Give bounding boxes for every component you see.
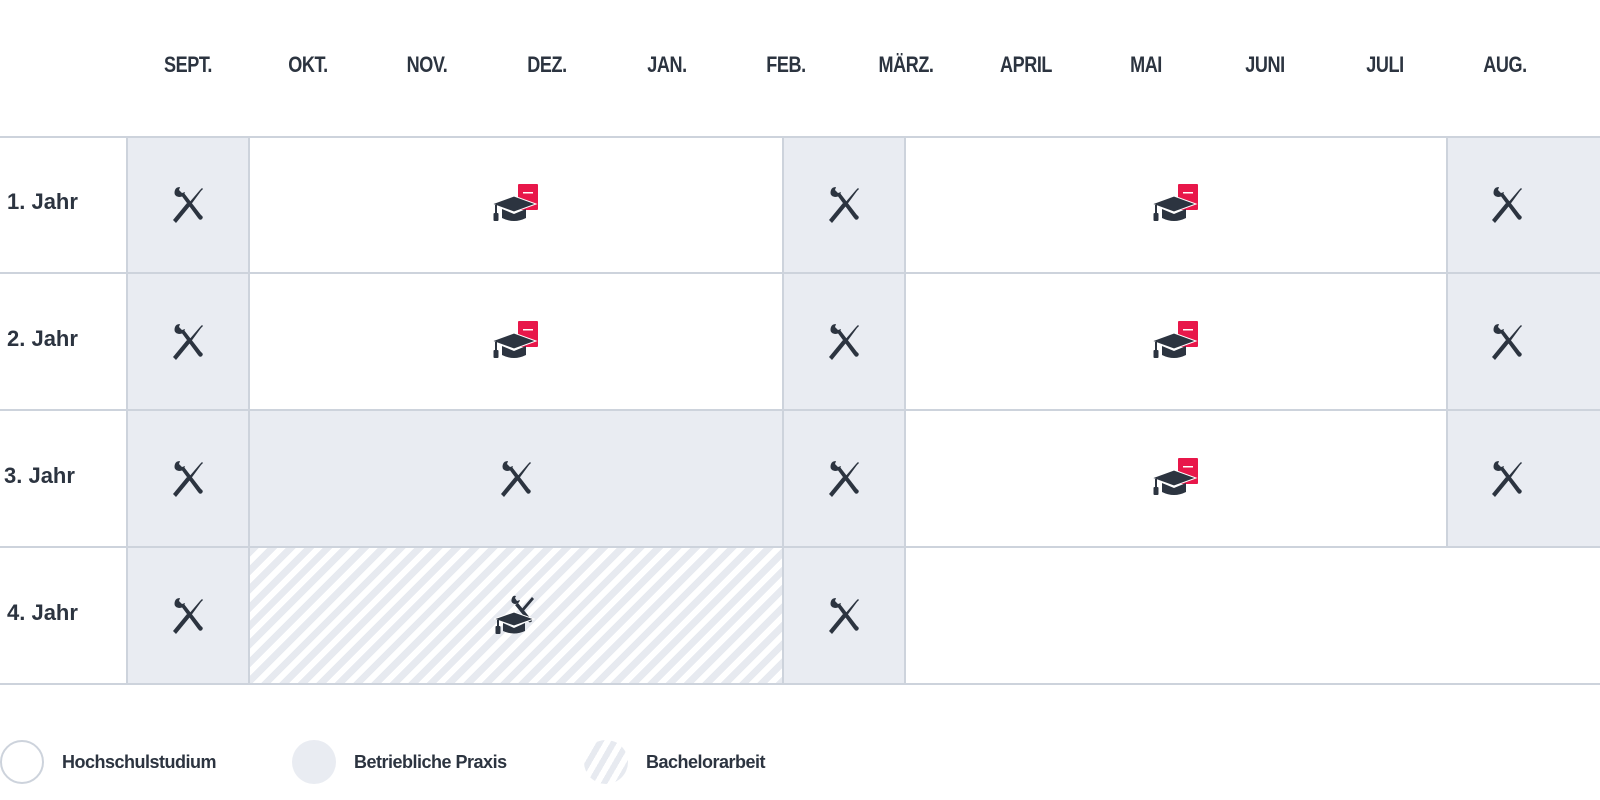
tools-icon <box>1486 458 1528 500</box>
grid-line <box>0 683 1600 685</box>
cell-praxis <box>126 410 250 547</box>
graduation-cap-document-icon <box>1152 320 1200 363</box>
tools-icon <box>1486 184 1528 226</box>
cell-bachelorarbeit <box>248 547 784 684</box>
legend: Hochschulstudium Betriebliche Praxis Bac… <box>0 738 1600 788</box>
legend-swatch-thesis <box>584 740 628 784</box>
graduation-cap-document-icon <box>1152 457 1200 500</box>
month-april: APRIL <box>999 52 1053 77</box>
month-maerz: MÄRZ. <box>878 52 934 77</box>
legend-label: Hochschulstudium <box>62 751 217 772</box>
cell-praxis <box>1446 136 1600 273</box>
month-header: SEPT. OKT. NOV. DEZ. JAN. FEB. MÄRZ. APR… <box>0 52 1600 84</box>
cell-studium <box>250 136 782 273</box>
graduation-cap-tools-icon <box>494 594 538 637</box>
grid-line <box>0 409 1600 411</box>
cell-studium <box>906 136 1446 273</box>
cell-praxis <box>126 136 250 273</box>
cell-praxis <box>1446 410 1600 547</box>
cell-praxis <box>126 273 250 410</box>
tools-icon <box>823 458 865 500</box>
legend-label: Bachelorarbeit <box>646 751 766 772</box>
cell-praxis <box>782 136 906 273</box>
cell-praxis <box>782 410 906 547</box>
legend-item-praxis: Betriebliche Praxis <box>292 738 507 786</box>
cell-studium <box>250 273 782 410</box>
grid-line <box>0 136 1600 138</box>
tools-icon <box>167 321 209 363</box>
tools-icon <box>495 458 537 500</box>
schedule-grid: 1. Jahr 2. Jahr 3. Jahr <box>0 136 1600 687</box>
cell-studium <box>906 410 1446 547</box>
month-sept: SEPT. <box>163 52 213 77</box>
tools-icon <box>823 595 865 637</box>
row-label-year-4: 4. Jahr <box>7 600 78 625</box>
tools-icon <box>167 595 209 637</box>
legend-label: Betriebliche Praxis <box>354 751 507 772</box>
cell-praxis <box>126 547 250 684</box>
tools-icon <box>823 184 865 226</box>
graduation-cap-document-icon <box>492 183 540 226</box>
legend-swatch-studium <box>0 740 44 784</box>
graduation-cap-document-icon <box>492 320 540 363</box>
cell-studium <box>906 273 1446 410</box>
month-feb: FEB. <box>766 52 806 77</box>
graduation-cap-document-icon <box>1152 183 1200 226</box>
legend-item-studium: Hochschulstudium <box>0 738 217 786</box>
row-label-year-1: 1. Jahr <box>7 189 78 214</box>
legend-item-bachelorarbeit: Bachelorarbeit <box>584 738 766 786</box>
tools-icon <box>167 458 209 500</box>
cell-praxis <box>1446 273 1600 410</box>
grid-line <box>0 546 1600 548</box>
month-aug: AUG. <box>1483 52 1527 77</box>
month-juli: JULI <box>1366 52 1404 77</box>
month-nov: NOV. <box>406 52 448 77</box>
tools-icon <box>1486 321 1528 363</box>
cell-praxis <box>782 547 906 684</box>
month-jan: JAN. <box>647 52 687 77</box>
legend-swatch-praxis <box>292 740 336 784</box>
row-label-year-3: 3. Jahr <box>4 463 75 488</box>
month-dez: DEZ. <box>527 52 567 77</box>
tools-icon <box>823 321 865 363</box>
month-juni: JUNI <box>1245 52 1285 77</box>
month-okt: OKT. <box>288 52 328 77</box>
cell-praxis <box>250 410 782 547</box>
month-mai: MAI <box>1130 52 1162 77</box>
grid-line <box>0 272 1600 274</box>
cell-praxis <box>782 273 906 410</box>
row-label-year-2: 2. Jahr <box>7 326 78 351</box>
tools-icon <box>167 184 209 226</box>
